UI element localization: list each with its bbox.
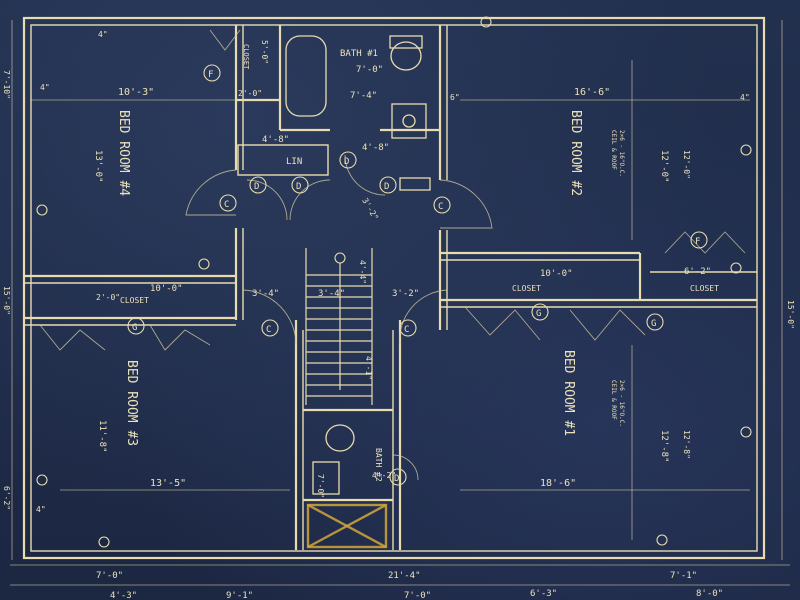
door-tag-d-3: D — [344, 157, 349, 167]
dim-bath1-w: 7'-0" — [356, 65, 383, 75]
door-tag-d-2: D — [296, 182, 301, 192]
dim-hall-a: 3'-4" — [252, 289, 279, 299]
dim-side-left-mid: 15'-0" — [2, 286, 11, 315]
dim-bottom-a: 7'-0" — [96, 571, 123, 581]
dim-wall-6: 6" — [450, 93, 460, 102]
door-tag-c-3: C — [266, 325, 271, 335]
door-tag-c-2: C — [438, 202, 443, 212]
room-label-bed-room-4: BED ROOM #4 — [116, 110, 131, 196]
door-tag-c-4: C — [404, 325, 409, 335]
dim-hall-c: 3'-2" — [392, 289, 419, 299]
room-label-bed-room-3: BED ROOM #3 — [124, 360, 139, 446]
door-tag-c-1: C — [224, 200, 229, 210]
dim-lin-d: 4'-8" — [362, 143, 389, 153]
note-ceil-roof-bottom-2: 2×6 - 16"O.C. — [618, 380, 625, 427]
bath-fixtures — [285, 35, 431, 495]
door-swings — [39, 29, 746, 481]
room-label-bed-room-2: BED ROOM #2 — [568, 110, 583, 196]
room-label-lin: LIN — [286, 157, 302, 167]
dim-closet-top-w: 5'-0" — [260, 40, 269, 64]
dim-closet-top-d: 2'-0" — [238, 89, 262, 98]
room-labels: BED ROOM #4 BED ROOM #3 BED ROOM #2 BED … — [116, 44, 719, 482]
dim-bottom-d: 6'-3" — [530, 589, 557, 599]
door-tag-g-2: G — [536, 309, 541, 319]
room-label-bath-1: BATH #1 — [340, 49, 378, 59]
dim-stair-run: 4'-1" — [364, 356, 373, 380]
dim-hall-top: 3'-2" — [360, 197, 380, 222]
dim-bath1-d: 7'-4" — [350, 91, 377, 101]
note-ceil-roof-top-2: 2×6 - 16"O.C. — [618, 130, 625, 177]
door-tag-g-3: G — [651, 319, 656, 329]
dim-stair-top: 4'-4" — [358, 260, 367, 284]
room-label-bed-room-1: BED ROOM #1 — [561, 350, 576, 436]
dim-bath2-w: 7'-0" — [316, 474, 325, 498]
door-tag-d-4: D — [384, 182, 389, 192]
electrical-symbols — [36, 16, 752, 548]
dim-bottom-f: 9'-1" — [226, 591, 253, 600]
dim-closet-mid-w: 10'-0" — [540, 269, 573, 279]
dim-hall-b: 3'-4" — [318, 289, 345, 299]
dim-closet-right-w: 6'-2" — [684, 267, 711, 277]
dimension-labels: 10'-3" 13'-0" 13'-5" 11'-8" 16'-6" 12'-0… — [2, 30, 795, 600]
dimension-lines — [10, 20, 790, 586]
dim-side-left-top: 7'-10" — [2, 70, 11, 99]
room-label-bath-2: BATH #2 — [374, 448, 383, 482]
dim-br3-depth: 11'-8" — [97, 420, 107, 453]
dim-bottom-e: 8'-0" — [696, 589, 723, 599]
note-ceil-roof-bottom: CEIL & ROOF — [610, 380, 617, 420]
closet-label-mid: CLOSET — [512, 284, 541, 293]
dim-br1-width: 18'-6" — [540, 478, 576, 489]
dim-closet-left-d: 2'-0" — [96, 293, 120, 302]
dim-bottom-c: 7'-1" — [670, 571, 697, 581]
dim-wall-4c: 4" — [740, 93, 750, 102]
dim-wall-4b: 4" — [40, 83, 50, 92]
chimney-cross — [306, 503, 388, 549]
dim-br4-depth: 13'-0" — [93, 150, 103, 183]
interior-walls — [24, 25, 757, 550]
dim-wall-4a: 4" — [98, 30, 108, 39]
door-tag-d-5: D — [394, 474, 399, 484]
door-tag-f-top: F — [208, 70, 213, 80]
door-tag-f-right: F — [695, 237, 700, 247]
dim-lin-w: 4'-8" — [262, 135, 289, 145]
dim-wall-4d: 4" — [36, 505, 46, 514]
closet-label-left: CLOSET — [120, 296, 149, 305]
staircase — [305, 248, 373, 405]
dim-br3-width: 13'-5" — [150, 478, 186, 489]
dim-side-right-bot: 12'-8" — [682, 430, 691, 459]
dim-bath2-d: 4'-2" — [372, 471, 396, 480]
dim-br2-width: 16'-6" — [574, 87, 610, 98]
closet-label-right: CLOSET — [690, 284, 719, 293]
dim-bottom-b: 21'-4" — [388, 571, 421, 581]
dim-closet-left-w: 10'-0" — [150, 284, 183, 294]
door-tag-d-1: D — [254, 182, 259, 192]
note-ceil-roof-top: CEIL & ROOF — [610, 130, 617, 170]
dim-side-left-bot: 6'-2" — [2, 486, 11, 510]
dim-br2-depth: 12'-0" — [659, 150, 669, 183]
dim-side-right-mid: 15'-0" — [786, 300, 795, 329]
door-tags: F C D D D D C C C G G G F D — [127, 64, 708, 486]
dim-bottom-h: 4'-3" — [110, 591, 137, 600]
dim-bottom-g: 7'-0" — [404, 591, 431, 600]
structure-notes: CEIL & ROOF 2×6 - 16"O.C. CEIL & ROOF 2×… — [610, 130, 625, 427]
door-tag-g-1: G — [132, 323, 137, 333]
exterior-walls — [22, 16, 766, 560]
closet-label-top: CLOSET — [242, 44, 250, 70]
dim-br1-depth: 12'-8" — [659, 430, 669, 463]
dim-br4-width: 10'-3" — [118, 87, 154, 98]
dim-side-right-top: 12'-0" — [682, 150, 691, 179]
